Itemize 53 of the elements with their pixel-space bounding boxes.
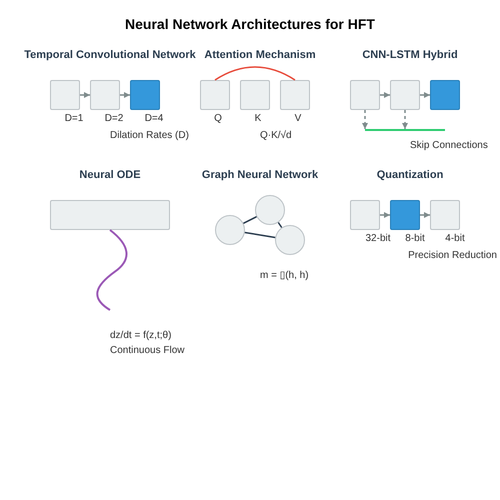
diagram-title: Neural Network Architectures for HFT (125, 16, 375, 33)
panel-title: Graph Neural Network (202, 169, 318, 182)
layer-box (430, 80, 460, 110)
arrow (380, 212, 390, 218)
attention-arc (214, 66, 296, 81)
caption-text: Precision Reduction (408, 250, 497, 262)
dilation-label: D=4 (144, 113, 164, 125)
layer-box (90, 80, 120, 110)
arrow (80, 92, 90, 98)
skip-arrow (362, 110, 368, 129)
arrow (380, 92, 390, 98)
layer-box (390, 80, 420, 110)
graph-node-circle (255, 195, 285, 225)
dilation-label: D=2 (104, 113, 124, 125)
token-box (200, 80, 230, 110)
skip-connection-line (365, 129, 445, 131)
dilation-label: D=1 (64, 113, 84, 125)
graph-node-circle (275, 225, 305, 255)
formula-text: m = ▯(h, h) (260, 270, 309, 282)
layer-box (50, 200, 170, 230)
panel-title: Quantization (376, 169, 444, 182)
skip-arrow (402, 110, 408, 129)
caption-text: Skip Connections (410, 140, 488, 152)
caption-text: Dilation Rates (D) (110, 130, 189, 142)
panel-title: Temporal Convolutional Network (24, 49, 196, 62)
arrow (420, 92, 430, 98)
caption-text: Continuous Flow (110, 345, 184, 357)
layer-box (50, 80, 80, 110)
graph-edge (244, 232, 276, 238)
formula-text: dz/dt = f(z,t;θ) (110, 330, 172, 342)
arrow (420, 212, 430, 218)
layer-box (390, 200, 420, 230)
bit-width-label: 8-bit (405, 233, 425, 245)
panel-title: Neural ODE (79, 169, 141, 182)
token-box (280, 80, 310, 110)
graph-edge (243, 216, 257, 224)
layer-box (430, 200, 460, 230)
panel-title: Attention Mechanism (204, 49, 316, 62)
layer-box (350, 80, 380, 110)
panel-title: CNN-LSTM Hybrid (362, 49, 458, 62)
formula-text: Q·K/√d (260, 130, 292, 142)
bit-width-label: 4-bit (445, 233, 465, 245)
layer-box (130, 80, 160, 110)
layer-box (350, 200, 380, 230)
graph-edge (278, 222, 282, 228)
token-label: K (254, 113, 262, 125)
arrow (120, 92, 130, 98)
token-label: Q (214, 113, 222, 125)
token-label: V (294, 113, 302, 125)
bit-width-label: 32-bit (366, 233, 390, 245)
token-box (240, 80, 270, 110)
graph-node-circle (215, 215, 245, 245)
flow-curve (96, 229, 128, 311)
